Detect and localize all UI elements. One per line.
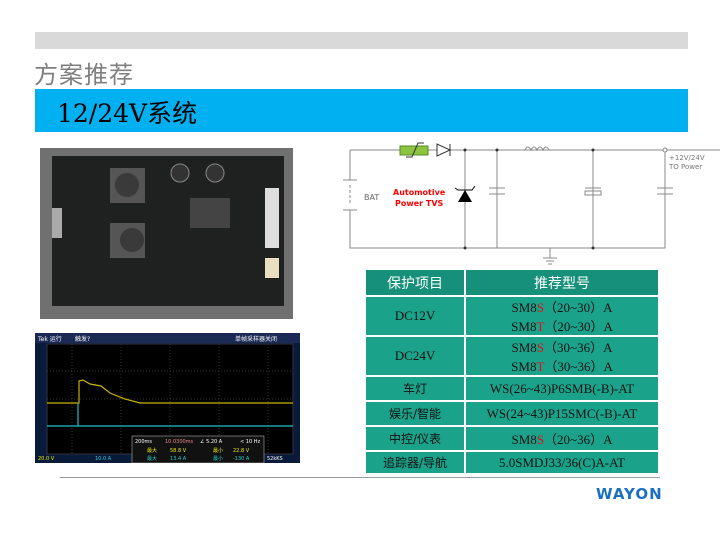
model-number: WS(26~43)P6SMB(-B)-AT (466, 381, 658, 397)
model-post: （20~30）A (544, 300, 613, 315)
section-banner: 12/24V系统 (35, 89, 688, 132)
model-number: SM8S（20~30）A (466, 297, 658, 316)
tvs-label-line1: Automotive (393, 188, 446, 197)
ch1-min-label: 最小 (213, 447, 223, 454)
ch1-min: 22.8 V (233, 448, 250, 454)
scope-trigger-pos: 10.0300ms (165, 439, 194, 445)
protection-item: DC24V (364, 335, 466, 377)
scope-menu-left: Tek 运行 (37, 335, 62, 343)
recommended-models: WS(24~43)P15SMC(-B)-AT (464, 400, 660, 427)
model-number: SM8S（20~36）A (466, 429, 658, 448)
col-header-item: 保护项目 (364, 268, 466, 297)
model-post: （30~36）A (544, 359, 613, 374)
model-post: （30~36）A (544, 340, 613, 355)
recommended-models: 5.0SMDJ33/36(C)A-AT (464, 450, 660, 475)
ch1-max: 58.8 V (170, 448, 187, 454)
table-row: 追踪器/导航 5.0SMDJ33/36(C)A-AT (364, 450, 660, 475)
model-hl: T (536, 359, 545, 374)
recommended-models: WS(26~43)P6SMB(-B)-AT (464, 375, 660, 402)
page-title: 方案推荐 (34, 61, 134, 89)
model-hl: S (536, 300, 545, 315)
model-hl: S (536, 340, 545, 355)
scope-freq: < 10 Hz (240, 439, 260, 445)
table-row: 车灯 WS(26~43)P6SMB(-B)-AT (364, 375, 660, 402)
tvs-label-line2: Power TVS (395, 199, 444, 208)
scope-trigger: ∠ 5.20 A (200, 439, 223, 445)
model-pre: SM8 (511, 300, 537, 315)
ch2-max-label: 最大 (147, 455, 157, 462)
protection-item: DC12V (364, 295, 466, 337)
model-pre: SM8 (511, 319, 537, 334)
ch1-scale: 20.0 V (38, 456, 55, 462)
ch2-scale: 10.0 A (95, 456, 112, 462)
model-pre: WS(26~43)P6SMB(-B)-AT (489, 380, 635, 396)
model-number: 5.0SMDJ33/36(C)A-AT (466, 455, 658, 471)
model-number: SM8S（30~36）A (466, 337, 658, 356)
scope-record: 52kKS (267, 456, 283, 462)
scope-menu-mid: 触发? (75, 335, 90, 343)
protection-item: 车灯 (364, 375, 466, 402)
battery-label: BAT (364, 193, 379, 202)
ch2-min-label: 最小 (213, 455, 223, 462)
circuit-diagram: BAT Automotive Power TVS +12V/24V TO Pow… (343, 142, 720, 265)
protection-item: 追踪器/导航 (364, 450, 466, 475)
model-number: WS(24~43)P15SMC(-B)-AT (466, 406, 658, 422)
protection-item: 娱乐/智能 (364, 400, 466, 427)
model-hl: T (536, 319, 545, 334)
model-number: SM8T（20~30）A (466, 316, 658, 335)
output-label-line1: +12V/24V (669, 154, 705, 162)
model-hl: S (536, 432, 545, 447)
footer-divider (60, 477, 660, 478)
model-pre: SM8 (511, 432, 537, 447)
model-pre: WS(24~43)P15SMC(-B)-AT (486, 405, 638, 421)
protection-item: 中控/仪表 (364, 425, 466, 452)
banner-title: 12/24V系统 (57, 99, 198, 128)
model-number: SM8T（30~36）A (466, 356, 658, 375)
ch2-max: 13.4 A (170, 456, 187, 462)
model-pre: SM8 (511, 340, 537, 355)
table-row: 娱乐/智能 WS(24~43)P15SMC(-B)-AT (364, 400, 660, 427)
model-pre: 5.0SMDJ33/36(C)A-AT (498, 454, 626, 470)
recommended-models: SM8S（20~36）A (464, 425, 660, 452)
scope-menu-right: 单帧采样器关闭 (235, 335, 277, 343)
col-header-model: 推荐型号 (464, 268, 660, 297)
output-label-line2: TO Power (668, 163, 702, 171)
wayon-logo: WAYON (596, 485, 663, 503)
oscilloscope-capture: Tek 运行 触发? 单帧采样器关闭 200ms 10.0300ms ∠ 5.2… (35, 333, 300, 463)
pcb-photo (40, 148, 293, 319)
top-bar (35, 32, 688, 49)
ch2-min: -130 A (233, 456, 250, 462)
scope-timebase: 200ms (135, 439, 152, 445)
model-post: （20~30）A (544, 319, 613, 334)
model-post: （20~36）A (544, 432, 613, 447)
ch1-max-label: 最大 (147, 447, 157, 454)
model-pre: SM8 (511, 359, 537, 374)
